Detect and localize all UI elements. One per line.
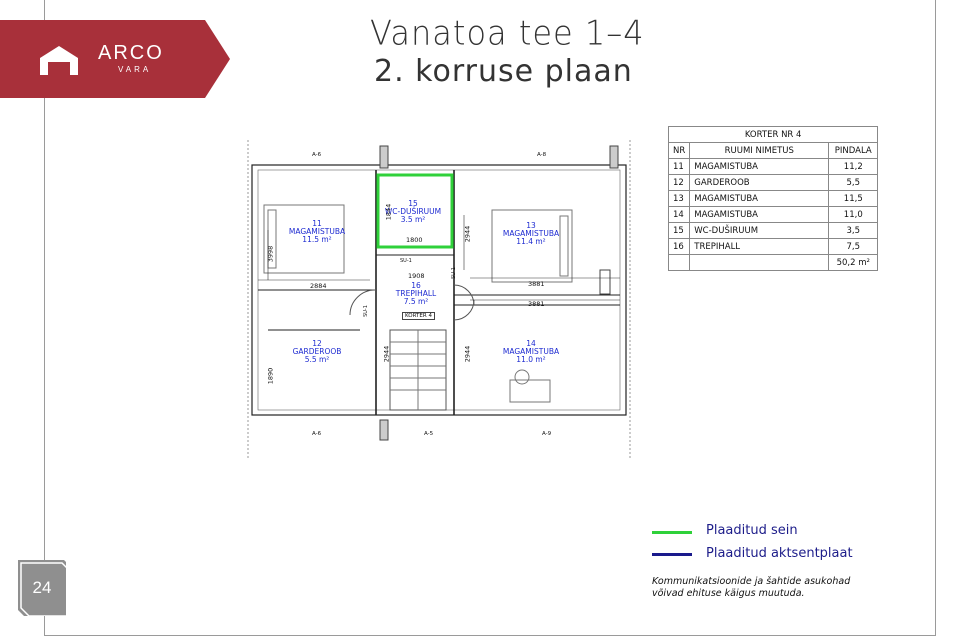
room-nr: 13 [526,221,536,230]
table-cell: 11,5 [828,190,879,207]
table-cell: 11,0 [828,206,879,223]
page-title: Vanatoa tee 1–4 [370,13,645,53]
dim-label: 1908 [408,272,425,280]
brand-sub: VARA [118,65,152,74]
table-row: 16 TREPIHALL 7,5 [667,238,879,255]
page-subtitle: 2. korruse plaan [374,54,633,89]
room-name: GARDEROOB [292,347,342,356]
note-line-1: Kommunikatsioonide ja šahtide asukohad [652,576,851,587]
room-area: 3.5 m² [400,215,426,224]
legend-label-accent-tile: Plaaditud aktsentplaat [706,546,853,561]
dim-label: 3881 [528,280,545,288]
table-cell: MAGAMISTUBA [689,158,830,175]
page-number: 24 [32,578,52,597]
table-cell: 11 [667,158,691,175]
room-area: 11.4 m² [516,237,546,246]
note: Kommunikatsioonide ja šahtide asukohad v… [652,576,850,600]
table-cell: 11,2 [828,158,879,175]
axis-label: A-6 [312,431,322,437]
note-line-2: võivad ehituse käigus muutuda. [652,588,805,599]
legend-swatch-tiled-wall [652,531,692,534]
banner-shape [0,20,230,98]
table-caption: KORTER NR 4 [667,126,879,143]
room-table: KORTER NR 4 NR RUUMI NIMETUS PINDALA 11 … [667,126,879,271]
table-header: PINDALA [828,142,879,159]
page-number-badge [18,560,66,616]
dim-label: 1800 [406,236,423,244]
table-row: 14 MAGAMISTUBA 11,0 [667,206,879,223]
table-cell [667,254,691,271]
table-cell: 3,5 [828,222,879,239]
table-cell: 14 [667,206,691,223]
table-total: 50,2 m² [828,254,879,271]
table-cell: GARDEROOB [689,174,830,191]
axis-label: A-5 [424,431,434,437]
table-cell: MAGAMISTUBA [689,206,830,223]
room-area: 5.5 m² [304,355,330,364]
table-cell [689,254,830,271]
table-cell: 12 [667,174,691,191]
table-row: 12 GARDEROOB 5,5 [667,174,879,191]
room-name: MAGAMISTUBA [288,227,346,236]
room-name: MAGAMISTUBA [502,347,560,356]
axis-label: A-8 [537,152,547,158]
su-label: SU-1 [450,267,457,279]
brand-banner [0,20,230,98]
room-label-11: 11 MAGAMISTUBA 11.5 m² [282,220,352,244]
room-label-12: 12 GARDEROOB 5.5 m² [287,340,347,364]
room-label-14: 14 MAGAMISTUBA 11.0 m² [496,340,566,364]
house-logo-icon [40,46,78,75]
dim-label: 1844 [384,203,393,221]
table-cell: MAGAMISTUBA [689,190,830,207]
table-cell: 13 [667,190,691,207]
table-cell: 15 [667,222,691,239]
room-nr: 15 [408,199,418,208]
room-nr: 12 [312,339,322,348]
floor-plan [240,130,640,475]
table-cell: 7,5 [828,238,879,255]
table-cell: WC-DUŠIRUUM [689,222,830,239]
room-nr: 11 [312,219,322,228]
axis-label: A-6 [312,152,322,158]
brand-name: ARCO [98,42,164,64]
room-area: 11.5 m² [302,235,332,244]
su-label: SU-1 [400,258,412,264]
room-name: MAGAMISTUBA [502,229,560,238]
su-label: SU-1 [362,305,369,317]
table-cell: 16 [667,238,691,255]
table-row: 13 MAGAMISTUBA 11,5 [667,190,879,207]
dim-label: 3881 [528,300,545,308]
table-cell: TREPIHALL [689,238,830,255]
room-nr: 16 [411,281,421,290]
floor-plan-drawing [247,140,631,460]
legend-label-tiled-wall: Plaaditud sein [706,523,798,538]
table-row: 15 WC-DUŠIRUUM 3,5 [667,222,879,239]
table-header: NR [667,142,691,159]
room-area: 11.0 m² [516,355,546,364]
dim-label: 2944 [382,345,391,363]
room-name: WC-DUŠIRUUM [384,207,442,216]
table-row: 11 MAGAMISTUBA 11,2 [667,158,879,175]
room-label-16: 16 TREPIHALL 7.5 m² [384,282,448,306]
room-label-13: 13 MAGAMISTUBA 11.4 m² [496,222,566,246]
dim-label: 1890 [266,367,275,385]
room-name: TREPIHALL [395,289,437,298]
table-total-row: 50,2 m² [667,254,879,271]
room-label-15: 15 WC-DUŠIRUUM 3.5 m² [378,200,448,224]
korter-tag: KORTER 4 [402,312,435,320]
axis-label: A-9 [542,431,552,437]
table-header: RUUMI NIMETUS [689,142,830,159]
room-area: 7.5 m² [403,297,429,306]
table-cell: 5,5 [828,174,879,191]
legend-swatch-accent-tile [652,553,692,556]
room-nr: 14 [526,339,536,348]
dim-label: 2884 [310,282,327,290]
dim-label: 2944 [463,225,472,243]
dim-label: 2944 [463,345,472,363]
dim-label: 3998 [266,245,275,263]
page-frame [44,0,936,636]
